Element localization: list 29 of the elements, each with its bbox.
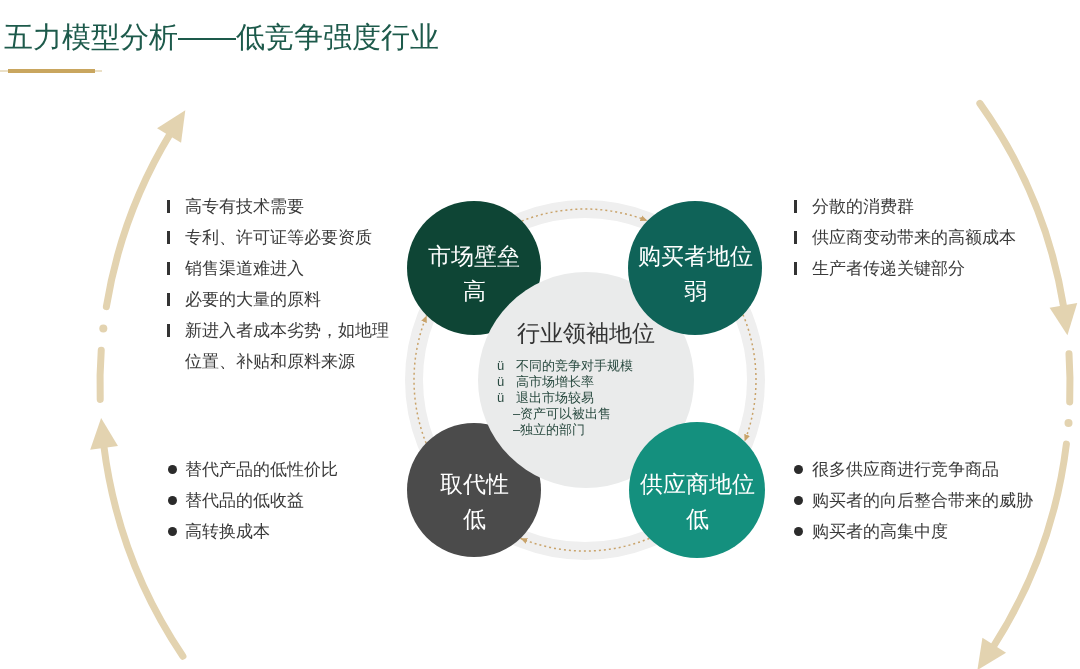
node-label: 购买者地位弱 — [636, 242, 754, 306]
list-item-text: 销售渠道难进入 — [185, 257, 305, 280]
checklist-item: –独立的部门 — [513, 422, 586, 438]
list-item-text: 替代产品的低性价比 — [185, 458, 339, 481]
list-item-text: 必要的大量的原料 — [185, 288, 322, 311]
list-item-text: 高转换成本 — [185, 520, 271, 543]
checklist-item: ü 高市场增长率 — [497, 374, 594, 390]
dotted-arrow — [413, 314, 428, 444]
list-item-text: 购买者的向后整合带来的威胁 — [812, 489, 1034, 512]
title: 五力模型分析——低竞争强度行业 — [4, 20, 439, 55]
dotted-arrow — [742, 313, 757, 443]
checklist-item: ü 退出市场较易 — [497, 390, 594, 406]
list-item-text: 新进入者成本劣势，如地理位置、补贴和原料来源 — [185, 319, 390, 373]
list-item-text: 替代品的低收益 — [185, 489, 305, 512]
node-label: 市场壁垒高 — [427, 242, 521, 306]
list-item-text: 生产者传递关键部分 — [812, 257, 966, 280]
dotted-arrow — [519, 537, 651, 552]
list-item-text: 高专有技术需要 — [185, 195, 305, 218]
node-label: 取代性低 — [438, 470, 510, 534]
list-item-text: 购买者的高集中度 — [812, 520, 949, 543]
checklist-item: ü 不同的竞争对手规模 — [497, 358, 633, 374]
checklist-item: –资产可以被出售 — [513, 406, 612, 422]
list-item-text: 很多供应商进行竞争商品 — [812, 458, 1000, 481]
node-label: 供应商地位低 — [638, 470, 756, 534]
dotted-arrow — [521, 208, 649, 222]
list-item-text: 分散的消费群 — [812, 195, 915, 218]
circle-heading: 行业领袖地位 — [516, 319, 656, 348]
list-item-text: 供应商变动带来的高额成本 — [812, 226, 1017, 249]
list-item-text: 专利、许可证等必要资质 — [185, 226, 373, 249]
